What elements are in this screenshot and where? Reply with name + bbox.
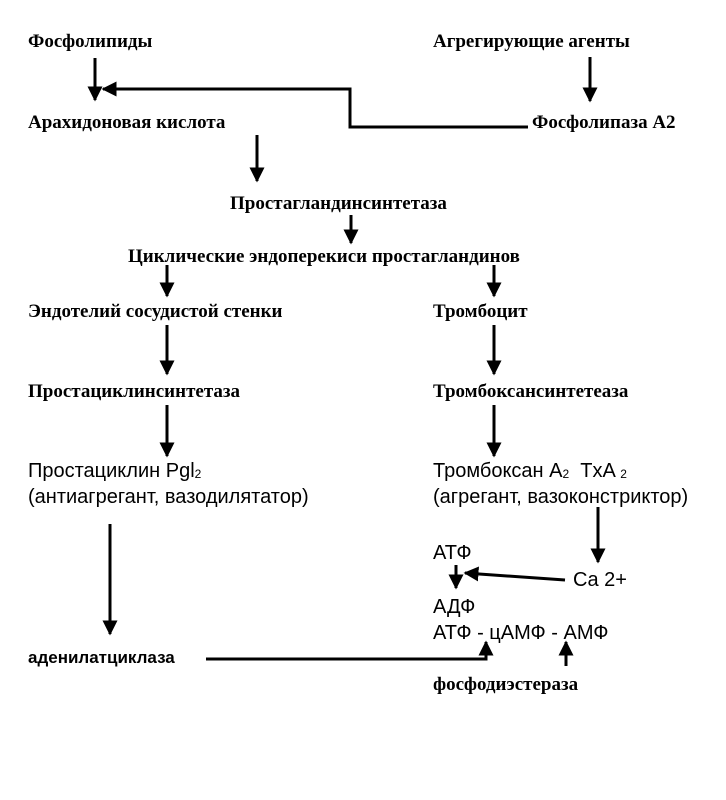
node-thrombocyte: Тромбоцит	[433, 301, 528, 322]
node-prostacyclin: Простациклин Pgl2	[28, 460, 201, 483]
node-aggregating-agents: Агрегирующие агенты	[433, 31, 630, 52]
node-adf: АДФ	[433, 596, 476, 618]
node-thromboxane-synthetase: Тромбоксансинтетеаза	[433, 381, 629, 402]
arrow-adenylate-cyclase-to-camp	[206, 640, 494, 661]
node-calcium: Ca 2+	[573, 569, 627, 591]
node-prostaglandin-synthetase: Простагландинсинтетаза	[230, 193, 447, 214]
node-arachidonic-acid: Арахидоновая кислота	[28, 112, 226, 133]
prostacyclin-name: Простациклин Pgl	[28, 460, 195, 482]
node-camp-chain: АТФ - цАМФ - АМФ	[433, 622, 609, 644]
thromboxane-txa: TxA	[569, 460, 621, 482]
node-thromboxane: Тромбоксан А2 TxA 2	[433, 460, 627, 483]
node-adenylate-cyclase: аденилатциклаза	[28, 648, 175, 667]
arrow-phospholipase-to-arachidonic	[101, 81, 528, 129]
node-cyclic-endoperoxides: Циклические эндоперекиси простагландинов	[128, 246, 520, 267]
node-phospholipids: Фосфолипиды	[28, 31, 153, 52]
thromboxane-name: Тромбоксан А	[433, 460, 563, 482]
node-vascular-endothelium: Эндотелий сосудистой стенки	[28, 301, 283, 322]
thromboxane-subscript-txa: 2	[620, 467, 627, 481]
thromboxane-description: (агрегант, вазоконстриктор)	[433, 486, 689, 508]
prostacyclin-description: (антиагрегант, вазодилятатор)	[28, 486, 309, 508]
prostacyclin-subscript: 2	[194, 467, 202, 481]
thromboxane-subscript-a: 2	[562, 467, 570, 481]
node-phosphodiesterase: фосфодиэстераза	[433, 674, 579, 695]
arrow-ca-to-atf	[463, 566, 566, 582]
node-atf: АТФ	[433, 542, 472, 564]
node-phospholipase-a2: Фосфолипаза А2	[532, 112, 676, 133]
node-prostacyclin-synthetase: Простациклинсинтетаза	[28, 381, 241, 402]
